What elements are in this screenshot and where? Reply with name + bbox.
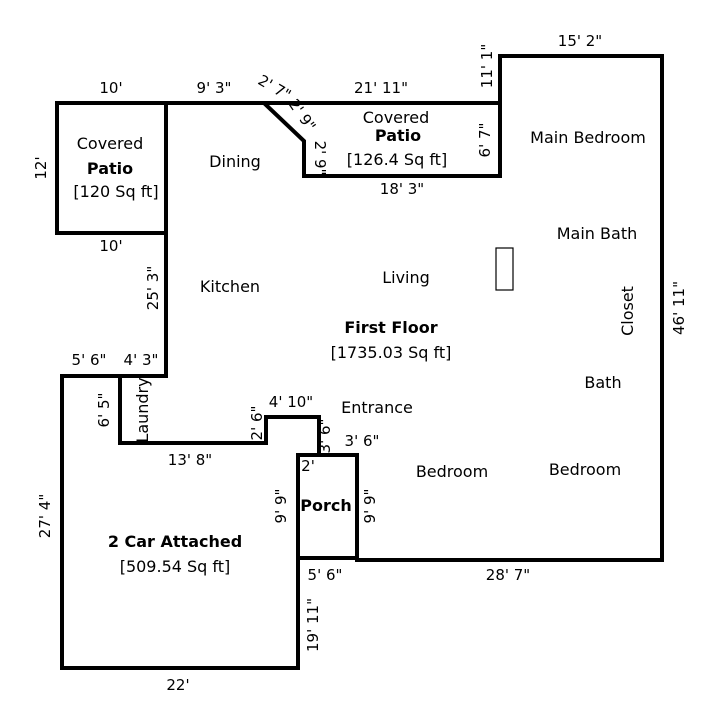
patio-left-label-line1: Covered <box>77 134 144 153</box>
dim-28-7: 28' 7" <box>486 566 530 584</box>
garage-outline <box>60 374 321 670</box>
dim-15-2: 15' 2" <box>558 32 602 50</box>
room-living: Living <box>382 268 430 287</box>
room-bedroom-2: Bedroom <box>549 460 621 479</box>
dim-6-5: 6' 5" <box>95 393 113 428</box>
dim-22: 22' <box>166 676 189 694</box>
dim-25-3: 25' 3" <box>144 266 162 310</box>
room-kitchen: Kitchen <box>200 277 260 296</box>
dim-13-8: 13' 8" <box>168 451 212 469</box>
dim-4-3: 4' 3" <box>124 351 159 369</box>
dim-9-9-left: 9' 9" <box>272 489 290 524</box>
dim-18-3: 18' 3" <box>380 180 424 198</box>
patio-left-area: [120 Sq ft] <box>73 182 158 201</box>
dim-11-1: 11' 1" <box>478 44 496 88</box>
room-laundry: Laundry <box>133 377 152 442</box>
dim-3-6-vert: 3' 6" <box>316 419 334 454</box>
dim-9-9-right: 9' 9" <box>361 489 379 524</box>
dim-10-bottom: 10' <box>99 237 122 255</box>
porch-outline <box>296 453 359 560</box>
room-dining: Dining <box>209 152 261 171</box>
room-entrance: Entrance <box>341 398 413 417</box>
dim-27-4: 27' 4" <box>36 494 54 538</box>
dim-2-6: 2' 6" <box>248 406 266 441</box>
room-closet: Closet <box>618 286 637 336</box>
room-main-bedroom: Main Bedroom <box>530 128 646 147</box>
dim-21-11: 21' 11" <box>354 79 408 97</box>
dim-12: 12' <box>32 156 50 179</box>
dim-2-9-vertical: 2' 9" <box>311 141 329 176</box>
dim-5-6-top: 5' 6" <box>72 351 107 369</box>
dim-2: 2' <box>301 457 315 475</box>
room-main-bath: Main Bath <box>557 224 637 243</box>
patio-left-label-line2: Patio <box>87 159 133 178</box>
dim-6-7: 6' 7" <box>476 123 494 158</box>
fireplace-symbol <box>495 247 514 291</box>
patio-top-area: [126.4 Sq ft] <box>347 150 447 169</box>
dim-4-10: 4' 10" <box>269 393 313 411</box>
dim-10-top: 10' <box>99 79 122 97</box>
patio-top-label-line1: Covered <box>363 108 430 127</box>
garage-area: [509.54 Sq ft] <box>120 557 231 576</box>
dim-46-11: 46' 11" <box>670 281 688 335</box>
dim-5-6-bottom: 5' 6" <box>308 566 343 584</box>
covered-patio-left-outline <box>55 101 168 235</box>
dim-3-6-horiz: 3' 6" <box>345 432 380 450</box>
first-floor-title: First Floor <box>344 318 437 337</box>
patio-top-label-line2: Patio <box>375 126 421 145</box>
dim-2-7: 2' 7" <box>255 71 294 104</box>
dim-19-11: 19' 11" <box>304 598 322 652</box>
porch-label: Porch <box>300 496 351 515</box>
garage-title: 2 Car Attached <box>108 532 242 551</box>
first-floor-area: [1735.03 Sq ft] <box>331 343 452 362</box>
room-bedroom-1: Bedroom <box>416 462 488 481</box>
dim-9-3: 9' 3" <box>197 79 232 97</box>
room-bath: Bath <box>584 373 621 392</box>
